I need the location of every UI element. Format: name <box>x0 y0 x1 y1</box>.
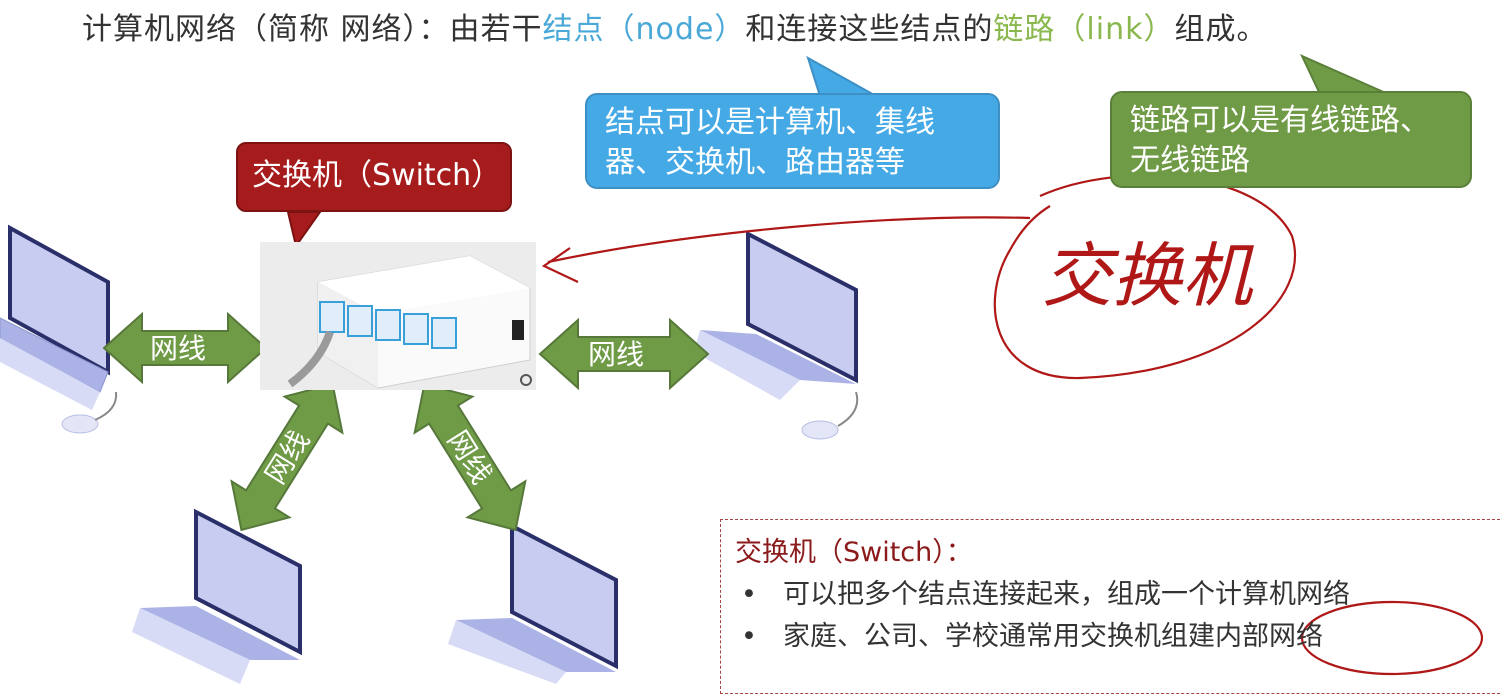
cable-arrow-left: 网线 <box>102 311 268 385</box>
title-node-term: 结点（node） <box>542 12 746 47</box>
cable-label-left: 网线 <box>150 332 206 365</box>
note-bullet-1-text: 可以把多个结点连接起来，组成一个计算机网络 <box>783 579 1350 610</box>
note-bullet-2-text: 家庭、公司、学校通常用交换机组建内部网络 <box>783 621 1323 652</box>
link-callout-line-2: 无线链路 <box>1130 143 1250 178</box>
laptop-icon-right <box>694 230 859 440</box>
handwritten-arrow <box>547 216 1031 264</box>
cable-arrow-bottom-right: 网线 <box>413 382 527 532</box>
title-link-term: 链路（link） <box>993 12 1175 47</box>
switch-callout-label: 交换机（Switch） <box>252 158 502 193</box>
title-suffix: 组成。 <box>1174 12 1268 47</box>
title-prefix: 计算机网络（简称 网络）：由若干 <box>82 12 543 47</box>
switch-device-icon <box>287 255 532 389</box>
cable-label-right: 网线 <box>588 338 644 371</box>
node-callout-line-1: 结点可以是计算机、集线 <box>605 105 935 140</box>
switch-note-box: 交换机（Switch）： •可以把多个结点连接起来，组成一个计算机网络 •家庭、… <box>720 519 1502 694</box>
link-callout: 链路可以是有线链路、 无线链路 <box>1110 91 1472 188</box>
note-bullet-2: •家庭、公司、学校通常用交换机组建内部网络 <box>741 621 1323 652</box>
page-title: 计算机网络（简称 网络）：由若干结点（node）和连接这些结点的链路（link）… <box>82 4 1267 48</box>
link-callout-tail <box>1299 53 1389 95</box>
handwritten-highlight-circle <box>1300 600 1484 676</box>
note-header: 交换机（Switch）： <box>735 537 973 568</box>
link-callout-line-1: 链路可以是有线链路、 <box>1130 103 1430 138</box>
switch-photo <box>260 242 536 390</box>
node-callout-line-2: 器、交换机、路由器等 <box>605 145 905 180</box>
switch-callout: 交换机（Switch） <box>236 142 512 212</box>
cable-arrow-right: 网线 <box>538 317 710 391</box>
note-bullet-1: •可以把多个结点连接起来，组成一个计算机网络 <box>741 579 1350 610</box>
handwritten-text: 交换机 <box>1042 235 1255 317</box>
cable-arrow-bottom-left: 网线 <box>230 382 344 532</box>
node-callout: 结点可以是计算机、集线 器、交换机、路由器等 <box>585 93 1000 189</box>
laptop-icon-bottom-left <box>132 508 302 684</box>
laptop-icon-bottom-right <box>448 522 618 684</box>
node-callout-tail <box>806 55 880 97</box>
laptop-icon-left <box>0 224 118 434</box>
zoom-icon[interactable] <box>520 374 532 386</box>
switch-callout-tail <box>286 211 322 249</box>
title-middle: 和连接这些结点的 <box>745 12 994 47</box>
handwritten-arrowhead <box>541 247 579 283</box>
